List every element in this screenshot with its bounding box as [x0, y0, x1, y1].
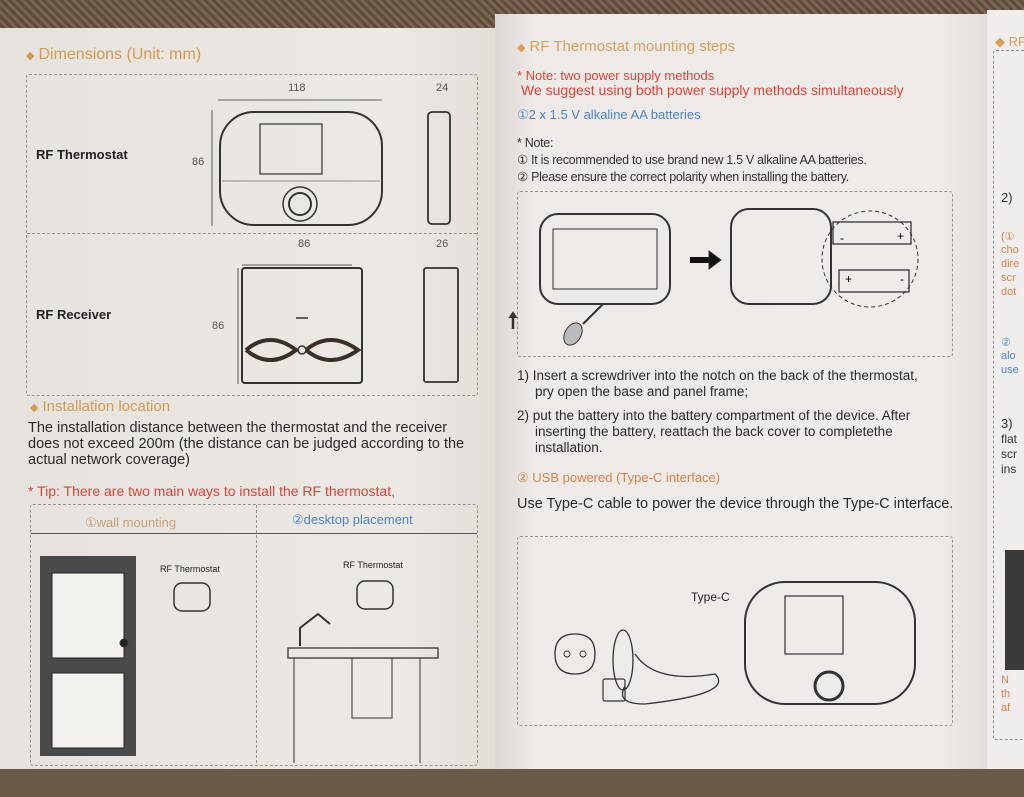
battery-plus: + — [897, 229, 905, 243]
method-wall-mounting: ①wall mounting — [85, 515, 177, 530]
option-usb: ② USB powered (Type-C interface) — [517, 470, 721, 485]
type-c-label: Type-C — [691, 590, 730, 604]
receiver-label: RF Receiver — [36, 307, 112, 322]
fragment: cho — [1001, 244, 1019, 256]
next-page-edge: ◆ RF 2) (① cho dire scr dot ② alo use 3)… — [987, 10, 1024, 769]
option-batteries: ①2 x 1.5 V alkaline AA batteries — [517, 107, 701, 122]
fragment: N — [1001, 674, 1009, 686]
note2-item2: ② Please ensure the correct polarity whe… — [517, 170, 849, 184]
fragment: alo — [1001, 350, 1016, 362]
note-line1: * Note: two power supply methods — [517, 68, 715, 83]
note2-title: * Note: — [517, 136, 554, 150]
fragment: (① — [1001, 231, 1015, 243]
fragment: scr — [1001, 447, 1017, 461]
note2-item1: ① It is recommended to use brand new 1.5… — [517, 153, 867, 167]
battery-minus: - — [900, 272, 904, 286]
thermostat-width: 118 — [288, 82, 306, 94]
method-desktop-placement: ②desktop placement — [292, 512, 413, 527]
battery-diagram-box — [517, 191, 953, 357]
right-page: ◆RF Thermostat mounting steps * Note: tw… — [495, 14, 987, 769]
wall-thermostat-label: RF Thermostat — [160, 564, 220, 574]
dimension-drawings — [211, 99, 459, 384]
fragment: ② — [1001, 337, 1011, 349]
thermostat-depth: 24 — [436, 82, 449, 94]
fragment: dot — [1001, 286, 1017, 298]
battery-plus: + — [845, 272, 853, 286]
plug-icon — [554, 633, 596, 675]
receiver-depth: 26 — [436, 238, 449, 250]
fragment: 2) — [1001, 190, 1013, 205]
desk-thermostat-label: RF Thermostat — [343, 560, 403, 570]
battery-icon — [838, 269, 910, 293]
tip-text: * Tip: There are two main ways to instal… — [28, 483, 396, 499]
divider — [31, 533, 477, 534]
fragment: af — [1001, 702, 1011, 714]
receiver-width: 86 — [298, 238, 311, 250]
device-illustration — [1005, 550, 1024, 670]
installation-text: The installation distance between the th… — [28, 420, 465, 468]
battery-icon — [832, 221, 912, 245]
divider — [256, 505, 257, 763]
fragment: ◆ RF — [995, 34, 1024, 49]
usb-diagram-box — [517, 536, 953, 726]
divider — [27, 233, 477, 234]
dimensions-heading: ◆Dimensions (Unit: mm) — [26, 46, 202, 63]
install-illustrations — [40, 556, 439, 763]
dimensions-box — [26, 74, 478, 396]
usb-text: Use Type-C cable to power the device thr… — [517, 496, 954, 512]
step-1: 1) Insert a screwdriver into the notch o… — [517, 368, 918, 399]
battery-illustration — [508, 208, 919, 705]
fragment: scr — [1001, 272, 1016, 284]
left-page: ◆Dimensions (Unit: mm) RF Thermostat RF … — [0, 28, 495, 769]
fragment: flat — [1001, 432, 1018, 446]
mounting-heading: ◆RF Thermostat mounting steps — [517, 38, 736, 55]
fragment: 3) — [1001, 416, 1013, 431]
note-line2: We suggest using both power supply metho… — [521, 82, 904, 98]
fragment: dire — [1001, 258, 1020, 270]
install-methods-box — [30, 504, 478, 766]
thermostat-height: 86 — [192, 156, 205, 168]
fragment: ins — [1001, 462, 1017, 476]
next-page-box — [993, 50, 1024, 740]
fragment: use — [1001, 364, 1019, 376]
installation-heading: ◆Installation location — [30, 398, 171, 415]
fragment: th — [1001, 688, 1011, 700]
receiver-height: 86 — [212, 320, 225, 332]
battery-minus: - — [840, 231, 844, 245]
step-2: 2) put the battery into the battery comp… — [517, 408, 911, 455]
thermostat-label: RF Thermostat — [36, 147, 128, 162]
